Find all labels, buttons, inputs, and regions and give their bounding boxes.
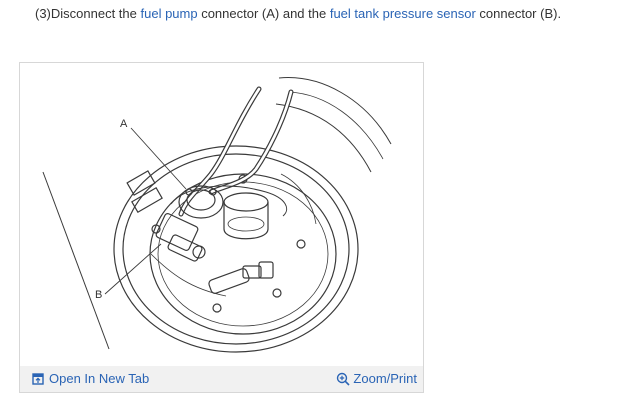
instruction-suffix: connector (B). (475, 6, 562, 21)
open-in-new-tab-button[interactable]: Open In New Tab (32, 371, 149, 386)
figure-footer: Open In New Tab Zoom/Print (20, 366, 423, 392)
fuel-tank-pressure-sensor-link[interactable]: fuel tank pressure sensor (329, 6, 476, 21)
zoom-in-icon (336, 372, 350, 386)
zoom-print-label: Zoom/Print (353, 371, 417, 386)
instruction-text: (3)Disconnect the fuel pump connector (A… (35, 6, 561, 21)
fuel-pump-diagram[interactable]: A B (21, 64, 422, 366)
callout-a-label: A (120, 118, 128, 130)
zoom-print-button[interactable]: Zoom/Print (336, 371, 417, 386)
open-in-new-tab-label: Open In New Tab (49, 371, 150, 386)
instruction-middle: connector (A) and the (197, 6, 330, 21)
figure-container: A B Open In New Tab Zoom/Print (19, 62, 424, 393)
instruction-prefix: (3)Disconnect the (35, 6, 141, 21)
callout-b-label: B (95, 289, 102, 301)
open-new-tab-icon (32, 372, 44, 385)
fuel-pump-link[interactable]: fuel pump (140, 6, 198, 21)
